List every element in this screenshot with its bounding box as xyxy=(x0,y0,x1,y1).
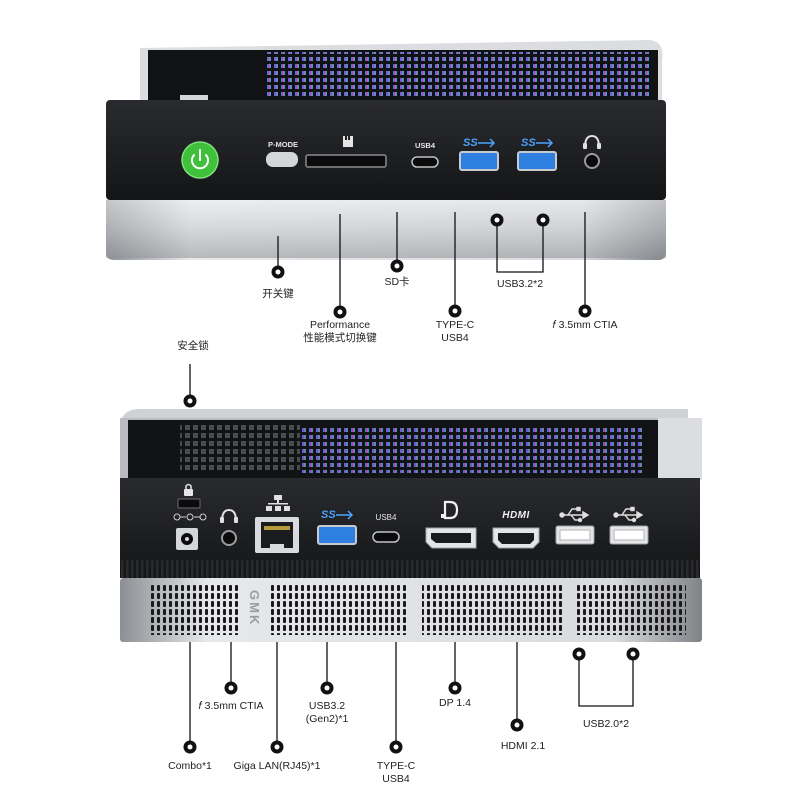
pmode-button xyxy=(266,152,298,167)
usb4-label-bottom: USB4 xyxy=(376,513,397,522)
svg-text:SS: SS xyxy=(521,137,536,149)
power-icon xyxy=(191,149,209,170)
superspeed-usb-icon: SS xyxy=(321,509,354,521)
displayport-port-opening xyxy=(431,533,471,543)
callout-typec-bottom-line2: USB4 xyxy=(382,773,410,786)
dc-polarity-icon xyxy=(173,513,207,521)
security-lock-slot xyxy=(177,498,201,509)
bottom-vent-3 xyxy=(422,585,562,635)
callout-usb32-gen2-label: USB3.2 (Gen2)*1 xyxy=(306,700,349,726)
usb4-typec-port-bottom xyxy=(372,531,400,543)
callout-sd-label: SD卡 xyxy=(384,276,410,288)
usb32-port-2 xyxy=(517,151,557,171)
callout-usb32-gen2-line1: USB3.2 xyxy=(308,700,346,712)
bottom-vent-1 xyxy=(148,585,240,635)
callout-usb32-gen2-line2: (Gen2)*1 xyxy=(305,713,349,726)
callout-usb32-label: USB3.2*2 xyxy=(496,278,544,290)
callout-typec-top-label: TYPE-C USB4 xyxy=(436,319,475,345)
usb4-label-top: USB4 xyxy=(415,141,436,150)
superspeed-usb-icon: SS xyxy=(521,137,554,149)
top-device-base-shade xyxy=(106,200,666,258)
top-device: SS SS xyxy=(106,40,666,260)
bottom-device-vent-row xyxy=(120,560,700,578)
bottom-vent-2 xyxy=(268,585,408,635)
callout-dp-label: DP 1.4 xyxy=(439,697,471,709)
power-button-ring xyxy=(181,141,219,179)
lock-icon xyxy=(184,483,193,496)
rj45-port-clip xyxy=(270,544,284,549)
bottom-vent-4 xyxy=(576,585,686,635)
callout-performance-label: Performance 性能模式切换键 xyxy=(303,319,377,345)
top-device-rgb-grill xyxy=(265,52,650,98)
brand-logo: GMK xyxy=(247,590,262,626)
top-device-front-panel xyxy=(106,100,666,200)
sd-card-icon xyxy=(343,136,353,147)
callout-typec-bottom-label: TYPE-C USB4 xyxy=(377,760,416,786)
callout-performance-line2: 性能模式切换键 xyxy=(303,332,377,345)
callout-lock-label: 安全锁 xyxy=(177,340,209,352)
callout-combo-label: Combo*1 xyxy=(168,760,212,772)
superspeed-usb-icon: SS xyxy=(463,137,496,149)
hdmi-port-opening xyxy=(498,533,534,544)
headphone-icon xyxy=(220,508,238,523)
bottom-device-lid xyxy=(122,409,688,420)
callout-dot-centers-bottom xyxy=(187,398,636,750)
audio-jack-bottom xyxy=(221,530,237,546)
usb4-typec-port-top xyxy=(411,156,439,168)
usb20-port-1-insert xyxy=(559,529,591,541)
bottom-device-corner xyxy=(658,418,702,480)
callout-typec-top-line1: TYPE-C xyxy=(435,319,475,331)
usb-icon xyxy=(559,506,590,523)
headphone-icon xyxy=(583,134,601,149)
top-device-latch xyxy=(180,95,208,101)
bottom-device-grill-plain xyxy=(180,425,300,473)
ethernet-icon xyxy=(266,495,290,511)
callout-audio-bottom-label: 𝑓 3.5mm CTIA xyxy=(198,700,264,712)
sd-card-slot xyxy=(305,154,387,168)
usb-icon xyxy=(613,506,644,523)
callout-performance-line1: Performance xyxy=(309,319,371,331)
callout-typec-top-line2: USB4 xyxy=(441,332,469,345)
callout-dot-centers xyxy=(275,217,588,315)
callout-usb20-label: USB2.0*2 xyxy=(582,718,630,730)
callout-audio-top-label: 𝑓 3.5mm CTIA xyxy=(552,319,618,331)
pmode-label: P-MODE xyxy=(268,140,298,149)
audio-jack-top xyxy=(584,153,600,169)
rj45-port-pins xyxy=(264,526,290,530)
svg-text:SS: SS xyxy=(321,509,336,521)
bottom-callout-lines xyxy=(189,364,634,745)
dc-combo-port-pin xyxy=(185,537,189,541)
callout-hdmi-label: HDMI 2.1 xyxy=(500,740,546,752)
bottom-device-rgb-grill xyxy=(300,425,645,473)
callout-power-label: 开关键 xyxy=(262,288,294,300)
displayport-icon xyxy=(441,500,459,520)
bottom-device: SS xyxy=(120,409,702,642)
usb32-gen2-port xyxy=(317,525,357,545)
svg-text:SS: SS xyxy=(463,137,478,149)
usb32-port-1 xyxy=(459,151,499,171)
callout-typec-bottom-line1: TYPE-C xyxy=(376,760,416,772)
hdmi-logo: HDMI xyxy=(502,510,530,521)
usb20-port-2-insert xyxy=(613,529,645,541)
callout-lan-label: Giga LAN(RJ45)*1 xyxy=(233,760,321,772)
